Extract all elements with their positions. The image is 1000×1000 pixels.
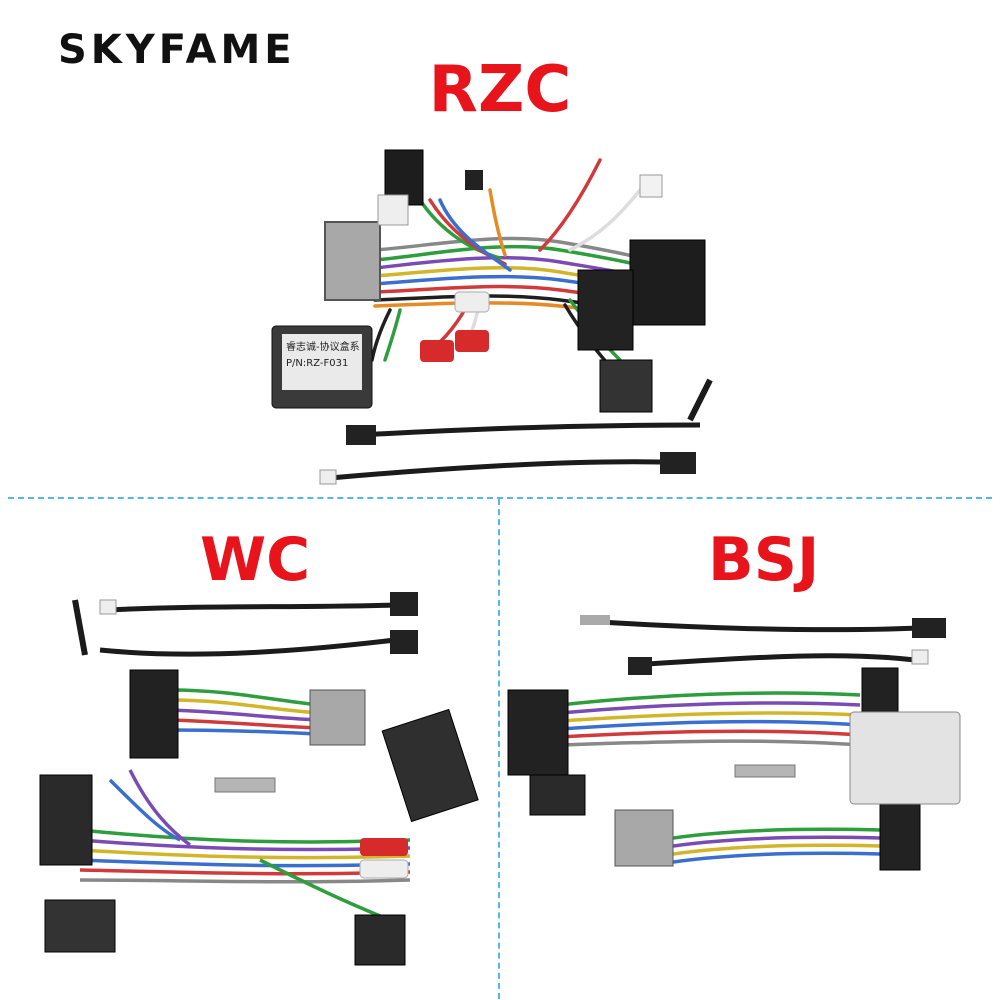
- brand-logo: SKYFAME: [58, 27, 296, 73]
- rzc-module-text-2: P/N:RZ-F031: [286, 358, 348, 369]
- bsj-module-box: [849, 711, 961, 805]
- wc-harness-image: [39, 592, 479, 966]
- section-label-bsj: BSJ: [708, 525, 820, 595]
- section-label-rzc: RZC: [428, 53, 572, 127]
- black-connector: [629, 239, 706, 326]
- vertical-divider: [498, 499, 500, 999]
- rzc-module-text-1: 睿志诚-协议盒系: [286, 340, 360, 353]
- section-label-wc: WC: [200, 525, 311, 595]
- grey-connector: [324, 221, 381, 301]
- rzc-harness-image: 睿志诚-协议盒系 P/N:RZ-F031: [271, 149, 713, 485]
- horizontal-divider: [8, 497, 992, 499]
- bsj-harness-image: [507, 615, 961, 871]
